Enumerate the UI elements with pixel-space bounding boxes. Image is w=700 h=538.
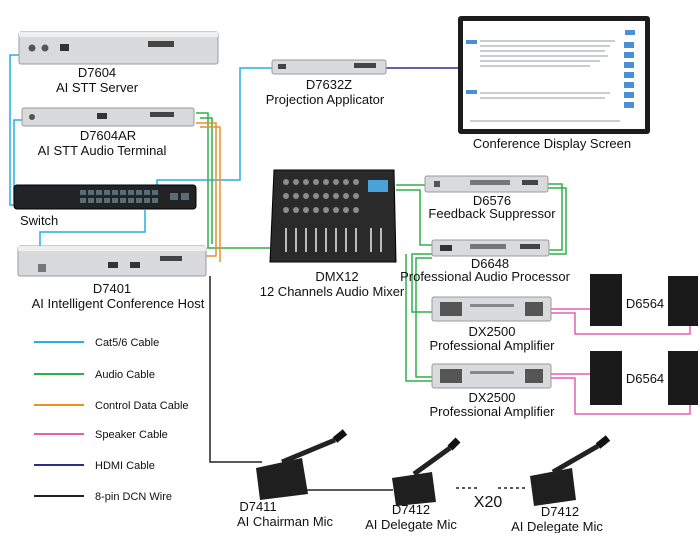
d7401-host: D7401 AI Intelligent Conference Host — [17, 245, 207, 311]
legend-label-dcn: 8-pin DCN Wire — [95, 491, 172, 503]
speaker-left-1 — [590, 274, 622, 326]
multiplier-label: X20 — [474, 494, 503, 511]
d7632z-projection-applicator: D7632Z Projection Applicator — [266, 59, 387, 107]
d7604-name: AI STT Server — [56, 80, 139, 95]
conference-display-screen: Conference Display Screen — [458, 16, 650, 151]
d6648-name: Professional Audio Processor — [400, 269, 570, 284]
d6576-name: Feedback Suppressor — [428, 206, 556, 221]
switch-label: Switch — [20, 213, 58, 228]
d7604ar-terminal: D7604AR AI STT Audio Terminal — [21, 107, 195, 158]
amp1-model: DX2500 — [469, 324, 516, 339]
legend-item-speaker: Speaker Cable — [34, 429, 168, 441]
d6576-feedback-suppressor: D6576 Feedback Suppressor — [424, 175, 556, 221]
dmx12-mixer: DMX12 12 Channels Audio Mixer — [260, 169, 405, 299]
speaker-left-2 — [590, 351, 622, 405]
spk2-model: D6564 — [626, 371, 664, 386]
legend-item-cat: Cat5/6 Cable — [34, 337, 159, 349]
d7604-server: D7604 AI STT Server — [18, 31, 219, 95]
d7412-1-model: D7412 — [392, 502, 430, 517]
dx2500-amplifier-1: DX2500 Professional Amplifier — [430, 296, 556, 353]
d7412-2-name: AI Delegate Mic — [511, 519, 603, 533]
d7401-name: AI Intelligent Conference Host — [32, 296, 205, 311]
mixer-knobs — [283, 179, 359, 213]
dcn-cables — [209, 276, 528, 491]
amp2-model: DX2500 — [469, 390, 516, 405]
d7632z-name: Projection Applicator — [266, 92, 385, 107]
screen-label: Conference Display Screen — [473, 136, 631, 151]
legend-label-speaker: Speaker Cable — [95, 429, 168, 441]
mixer-screen — [368, 180, 388, 192]
legend-item-hdmi: HDMI Cable — [34, 460, 155, 472]
d7401-model: D7401 — [93, 281, 131, 296]
amp1-name: Professional Amplifier — [430, 338, 556, 353]
legend: Cat5/6 Cable Audio Cable Control Data Ca… — [34, 337, 189, 503]
d7412-delegate-mic-1: D7412 AI Delegate Mic — [365, 437, 461, 532]
d7412-1-name: AI Delegate Mic — [365, 517, 457, 532]
d7411-name: AI Chairman Mic — [237, 514, 334, 529]
d7412-2-model: D7412 — [541, 504, 579, 519]
legend-item-control: Control Data Cable — [34, 400, 189, 412]
legend-label-control: Control Data Cable — [95, 400, 189, 412]
audio-cables — [196, 112, 567, 382]
d7604ar-model: D7604AR — [80, 128, 136, 143]
d6648-audio-processor: D6648 Professional Audio Processor — [400, 239, 571, 284]
d7411-chairman-mic: D7411 AI Chairman Mic — [237, 429, 348, 529]
screen-buttons — [466, 30, 635, 108]
network-switch: Switch — [13, 184, 197, 228]
d7632z-model: D7632Z — [306, 77, 352, 92]
d6576-model: D6576 — [473, 193, 511, 208]
legend-item-audio: Audio Cable — [34, 369, 155, 381]
d7604-model: D7604 — [78, 65, 116, 80]
d7412-delegate-mic-2: D7412 AI Delegate Mic — [511, 435, 611, 534]
d6564-speakers-2: D6564 — [590, 351, 698, 405]
d6564-speakers-1: D6564 — [590, 274, 698, 326]
legend-item-dcn: 8-pin DCN Wire — [34, 491, 172, 503]
spk1-model: D6564 — [626, 296, 664, 311]
legend-label-audio: Audio Cable — [95, 369, 155, 381]
speaker-right-2 — [668, 351, 698, 405]
speaker-right-1 — [668, 276, 698, 326]
cat-cables — [9, 54, 272, 263]
d7604ar-name: AI STT Audio Terminal — [38, 143, 167, 158]
amp2-name: Professional Amplifier — [430, 404, 556, 419]
d6648-model: D6648 — [471, 256, 509, 271]
screen-text-lines — [470, 40, 620, 122]
dmx12-model: DMX12 — [315, 269, 358, 284]
dmx12-name: 12 Channels Audio Mixer — [260, 284, 405, 299]
legend-label-hdmi: HDMI Cable — [95, 460, 155, 472]
switch-ports — [80, 190, 189, 203]
legend-label-cat: Cat5/6 Cable — [95, 337, 159, 349]
mixer-faders — [285, 228, 382, 252]
d7411-model: D7411 — [239, 499, 276, 514]
dx2500-amplifier-2: DX2500 Professional Amplifier — [430, 363, 556, 419]
